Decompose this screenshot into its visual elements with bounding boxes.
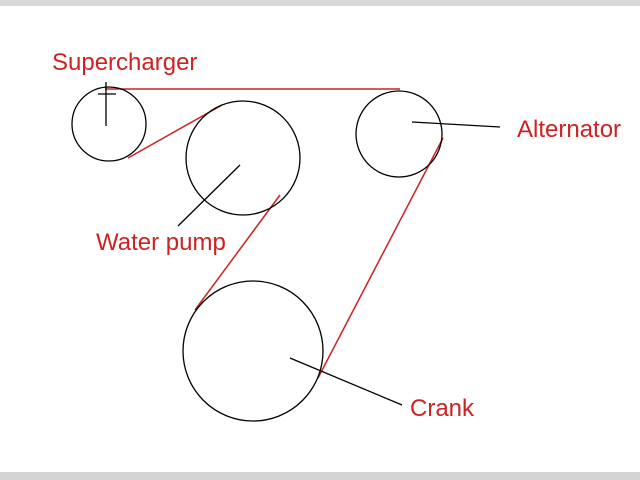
water-pump-label: Water pump <box>96 229 226 256</box>
crank-label: Crank <box>410 395 475 422</box>
water-pump-leader <box>177 164 241 227</box>
leader-lines <box>98 82 501 406</box>
alternator-leader <box>411 121 501 128</box>
supercharger-label: Supercharger <box>52 49 197 76</box>
crank-pulley <box>182 280 324 422</box>
water-pump-pulley <box>185 100 301 216</box>
pulleys <box>71 86 443 422</box>
belt-segment-waterpump-crank <box>194 194 281 311</box>
belt-segment-alternator-crank <box>317 137 444 379</box>
crank-leader <box>289 357 403 406</box>
alternator-pulley <box>355 90 443 178</box>
labels: Supercharger Water pump Alternator Crank <box>52 49 621 422</box>
top-border-strip <box>0 0 640 6</box>
bottom-border-strip <box>0 472 640 480</box>
alternator-label: Alternator <box>517 116 621 143</box>
supercharger-pulley <box>71 86 147 162</box>
pulley-diagram: Supercharger Water pump Alternator Crank <box>52 49 621 422</box>
